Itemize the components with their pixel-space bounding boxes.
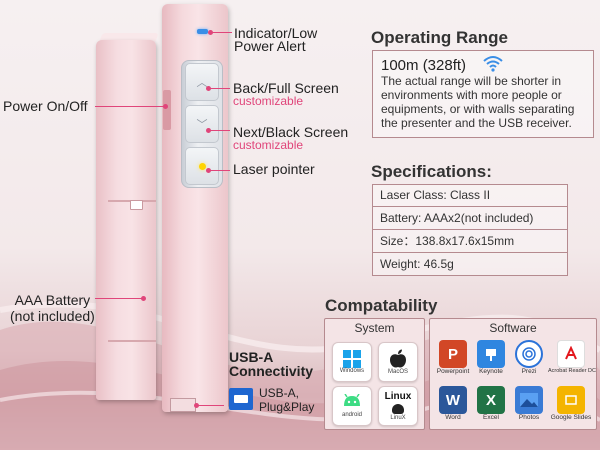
app-prezi: Prezi xyxy=(510,340,548,375)
os-tile-macos: MacOS xyxy=(378,342,418,382)
next-label: Next/Black Screen xyxy=(233,124,349,140)
app-caption: Photos xyxy=(518,414,540,421)
os-tile-windows: Windows xyxy=(332,342,372,382)
laser-button[interactable] xyxy=(185,147,219,185)
usb-icon xyxy=(229,388,253,410)
wifi-icon xyxy=(483,56,503,72)
os-caption: android xyxy=(341,412,362,418)
indicator-light xyxy=(197,29,208,34)
leader-dot xyxy=(141,296,146,301)
leader-line xyxy=(208,170,230,171)
laser-label: Laser pointer xyxy=(233,161,315,177)
battery-label-line2: (not included) xyxy=(10,308,95,324)
tux-icon xyxy=(392,404,404,414)
usb-heading-line1: USB-A xyxy=(229,349,274,365)
leader-line xyxy=(208,88,230,89)
next-sub-label: customizable xyxy=(233,138,304,152)
battery-label-line1: AAA Battery xyxy=(14,292,91,308)
operating-range-heading: Operating Range xyxy=(371,28,508,47)
chevron-up-icon: ︿ xyxy=(196,77,208,89)
back-label: Back/Full Screen xyxy=(233,80,339,96)
app-caption: Google Slides xyxy=(550,414,592,421)
spec-row: Weight: 46.5g xyxy=(380,257,454,271)
android-icon xyxy=(344,394,360,406)
operating-range-box xyxy=(372,50,594,138)
os-caption: LinuX xyxy=(390,415,406,421)
battery-label: AAA Battery (not included) xyxy=(10,292,95,324)
app-caption: Word xyxy=(445,414,461,421)
leader-line xyxy=(196,405,224,406)
back-sub-label: customizable xyxy=(233,94,304,108)
leader-line xyxy=(210,32,232,33)
spec-row: Battery: AAAx2(not included) xyxy=(372,207,568,230)
usb-label: USB-A, Plug&Play xyxy=(259,386,314,414)
compatability-heading: Compatability xyxy=(325,296,438,315)
spec-row: Size：138.8x17.6x15mm xyxy=(372,230,568,253)
leader-dot xyxy=(163,104,168,109)
indicator-label-line2: Power Alert xyxy=(234,38,306,54)
app-keynote: Keynote xyxy=(472,340,510,375)
photos-icon xyxy=(515,386,543,414)
app-excel: X Excel xyxy=(472,386,510,421)
app-word: W Word xyxy=(434,386,472,421)
app-caption: Keynote xyxy=(479,368,503,375)
app-photos: Photos xyxy=(510,386,548,421)
usb-receiver-plug xyxy=(170,398,196,412)
leader-dot xyxy=(194,403,199,408)
power-label: Power On/Off xyxy=(3,98,88,114)
keynote-icon xyxy=(477,340,505,368)
leader-line xyxy=(95,298,143,299)
specifications-heading: Specifications: xyxy=(371,162,492,181)
prezi-icon xyxy=(515,340,543,368)
os-caption: MacOS xyxy=(387,369,408,375)
leader-line xyxy=(208,130,230,131)
system-panel-title: System xyxy=(354,321,395,335)
operating-range-value: 100m (328ft) xyxy=(381,57,467,74)
powerpoint-icon: P xyxy=(439,340,467,368)
spec-row: Laser Class: Class II xyxy=(372,184,568,207)
app-powerpoint: P Powerpoint xyxy=(434,340,472,375)
power-switch[interactable] xyxy=(163,90,171,130)
chevron-down-icon: ﹀ xyxy=(196,119,208,131)
app-acrobat: Acrobat Reader DC xyxy=(548,340,596,374)
battery-cover-seam xyxy=(108,340,156,342)
app-caption: Powerpoint xyxy=(436,368,470,375)
leader-line xyxy=(95,106,165,107)
usb-heading-line2: Connectivity xyxy=(229,363,314,379)
app-caption: Prezi xyxy=(521,368,537,375)
os-tile-android: android xyxy=(332,386,372,426)
presenter-pen-back xyxy=(96,40,156,400)
acrobat-icon xyxy=(557,340,585,368)
specifications-box xyxy=(372,184,568,276)
app-caption: Excel xyxy=(483,414,499,421)
word-icon: W xyxy=(439,386,467,414)
google-slides-icon xyxy=(557,386,585,414)
app-google-slides: Google Slides xyxy=(548,386,594,421)
excel-icon: X xyxy=(477,386,505,414)
software-panel-title: Software xyxy=(489,321,537,335)
apple-icon xyxy=(390,349,406,368)
usb-heading: USB-A Connectivity xyxy=(229,350,313,378)
indicator-label: Indicator/Low Power Alert xyxy=(234,25,318,54)
indicator-label-line1: Indicator/Low xyxy=(234,25,318,41)
laser-dot-icon xyxy=(198,162,206,170)
app-caption: Acrobat Reader DC xyxy=(548,368,596,374)
battery-cover-latch xyxy=(130,200,143,210)
usb-label-line2: Plug&Play xyxy=(259,400,315,414)
windows-icon xyxy=(343,350,361,368)
os-tile-linux: Linux LinuX xyxy=(378,386,418,426)
linux-icon: Linux xyxy=(384,391,412,402)
usb-label-line1: USB-A, xyxy=(259,386,300,400)
operating-range-note: The actual range will be shorter in envi… xyxy=(381,74,575,130)
os-caption: Windows xyxy=(339,368,365,374)
next-button[interactable]: ﹀ xyxy=(185,105,219,143)
back-button[interactable]: ︿ xyxy=(185,63,219,101)
